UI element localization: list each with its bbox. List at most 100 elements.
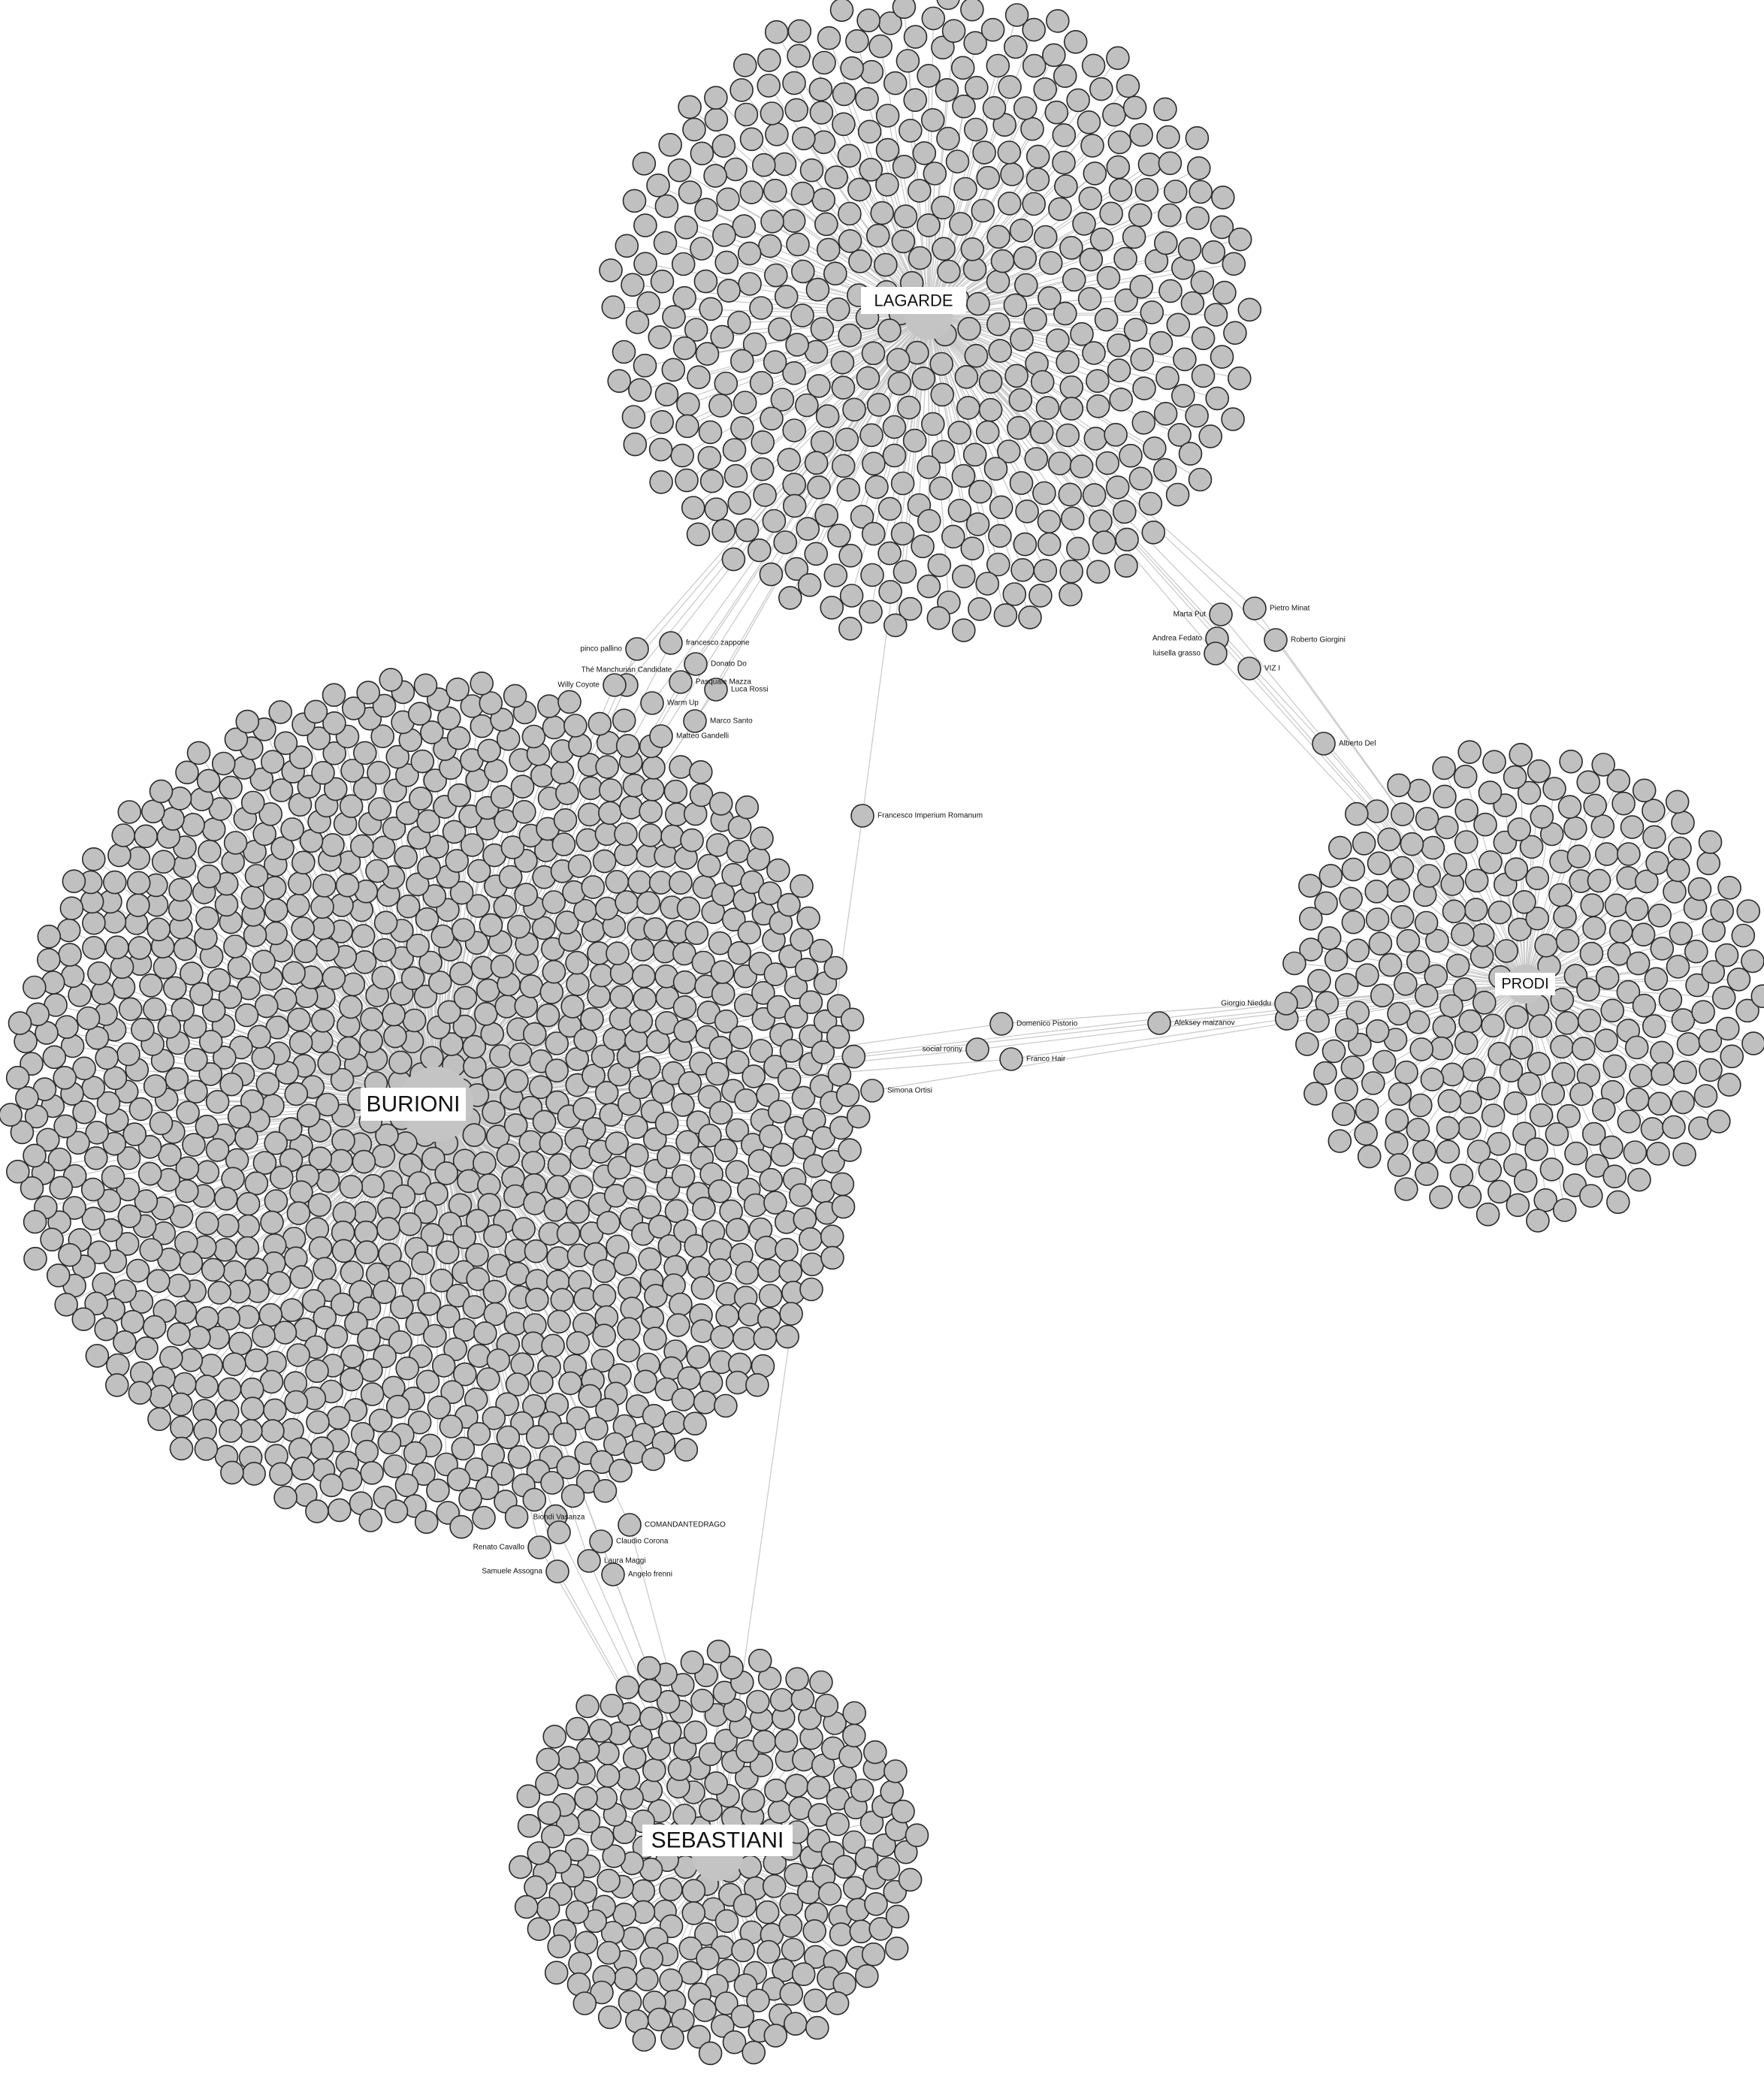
burioni-follower-node[interactable] xyxy=(407,702,432,726)
sebastiani-follower-node[interactable] xyxy=(565,1716,590,1741)
lagarde-follower-node[interactable] xyxy=(672,336,697,361)
prodi-follower-node[interactable] xyxy=(1736,899,1760,923)
sebastiani-follower-node[interactable] xyxy=(637,1656,661,1680)
burioni-follower-node[interactable] xyxy=(524,1239,548,1263)
lagarde-follower-node[interactable] xyxy=(1013,246,1038,270)
lagarde-follower-node[interactable] xyxy=(1129,122,1153,147)
lagarde-follower-node[interactable] xyxy=(734,102,759,127)
burioni-follower-node[interactable] xyxy=(49,1176,73,1200)
lagarde-follower-node[interactable] xyxy=(773,530,797,554)
lagarde-follower-node[interactable] xyxy=(763,179,787,203)
burioni-follower-node[interactable] xyxy=(313,1257,337,1281)
burioni-follower-node[interactable] xyxy=(143,997,167,1022)
burioni-follower-node[interactable] xyxy=(593,1479,618,1503)
lagarde-follower-node[interactable] xyxy=(717,279,741,303)
burioni-follower-node[interactable] xyxy=(194,1437,219,1461)
lagarde-follower-node[interactable] xyxy=(965,76,989,100)
burioni-follower-node[interactable] xyxy=(620,1297,645,1321)
prodi-follower-node[interactable] xyxy=(1529,1103,1554,1128)
sebastiani-follower-node[interactable] xyxy=(841,1830,866,1855)
burioni-follower-node[interactable] xyxy=(759,1124,783,1149)
burioni-follower-node[interactable] xyxy=(648,871,673,895)
lagarde-follower-node[interactable] xyxy=(1007,415,1031,440)
lagarde-follower-node[interactable] xyxy=(859,158,883,182)
sebastiani-follower-node[interactable] xyxy=(693,1998,717,2022)
lagarde-follower-node[interactable] xyxy=(753,483,777,507)
lagarde-follower-node[interactable] xyxy=(1015,499,1039,524)
prodi-follower-node[interactable] xyxy=(1341,857,1366,882)
burioni-follower-node[interactable] xyxy=(105,1373,129,1397)
burioni-follower-node[interactable] xyxy=(40,1227,64,1251)
prodi-follower-node[interactable] xyxy=(1552,1198,1577,1222)
prodi-follower-node[interactable] xyxy=(1482,750,1506,774)
lagarde-follower-node[interactable] xyxy=(804,451,829,475)
lagarde-follower-node[interactable] xyxy=(941,19,966,44)
sebastiani-follower-node[interactable] xyxy=(540,1824,565,1849)
burioni-follower-node[interactable] xyxy=(482,1100,506,1124)
burioni-follower-node[interactable] xyxy=(367,760,391,785)
lagarde-follower-node[interactable] xyxy=(1149,331,1173,355)
lagarde-follower-node[interactable] xyxy=(809,101,834,125)
burioni-follower-node[interactable] xyxy=(407,1410,432,1435)
lagarde-follower-node[interactable] xyxy=(838,323,862,348)
prodi-follower-node[interactable] xyxy=(1557,795,1582,819)
prodi-follower-node[interactable] xyxy=(1577,1008,1602,1033)
burioni-follower-node[interactable] xyxy=(641,1447,666,1472)
prodi-follower-node[interactable] xyxy=(1699,1058,1723,1082)
prodi-follower-node[interactable] xyxy=(1473,812,1497,837)
lagarde-follower-node[interactable] xyxy=(737,241,762,266)
burioni-follower-node[interactable] xyxy=(500,835,525,859)
lagarde-follower-node[interactable] xyxy=(790,303,814,328)
prodi-follower-node[interactable] xyxy=(1512,1121,1536,1146)
burioni-follower-node[interactable] xyxy=(464,1457,489,1481)
burioni-follower-node[interactable] xyxy=(213,1186,238,1211)
lagarde-follower-node[interactable] xyxy=(1128,203,1152,228)
burioni-follower-node[interactable] xyxy=(80,1177,105,1202)
sebastiani-follower-node[interactable] xyxy=(547,1934,572,1958)
lagarde-follower-node[interactable] xyxy=(1187,156,1211,180)
burioni-follower-node[interactable] xyxy=(413,1200,438,1224)
burioni-follower-node[interactable] xyxy=(603,1432,627,1457)
prodi-follower-node[interactable] xyxy=(1707,1109,1731,1134)
burioni-follower-node[interactable] xyxy=(654,1112,679,1136)
burioni-follower-node[interactable] xyxy=(269,778,294,802)
burioni-follower-node[interactable] xyxy=(102,910,127,934)
lagarde-follower-node[interactable] xyxy=(1092,530,1116,554)
burioni-follower-node[interactable] xyxy=(775,1237,799,1262)
lagarde-follower-node[interactable] xyxy=(937,259,961,284)
prodi-follower-node[interactable] xyxy=(1394,1060,1418,1085)
burioni-follower-node[interactable] xyxy=(62,1196,86,1220)
lagarde-follower-node[interactable] xyxy=(848,249,872,273)
lagarde-follower-node[interactable] xyxy=(936,0,960,11)
burioni-follower-node[interactable] xyxy=(614,822,638,847)
burioni-follower-node[interactable] xyxy=(568,733,592,757)
lagarde-follower-node[interactable] xyxy=(1109,388,1133,412)
lagarde-follower-node[interactable] xyxy=(684,318,708,342)
lagarde-follower-node[interactable] xyxy=(632,152,657,176)
burioni-follower-node[interactable] xyxy=(835,1083,860,1107)
lagarde-follower-node[interactable] xyxy=(698,420,723,445)
sebastiani-follower-node[interactable] xyxy=(732,1893,757,1918)
burioni-follower-node[interactable] xyxy=(737,920,762,945)
prodi-follower-node[interactable] xyxy=(1651,1061,1675,1086)
burioni-follower-node[interactable] xyxy=(201,998,226,1022)
bridge-node[interactable] xyxy=(999,1047,1023,1071)
prodi-follower-node[interactable] xyxy=(1396,928,1421,953)
burioni-follower-node[interactable] xyxy=(758,1284,783,1308)
prodi-follower-node[interactable] xyxy=(1693,1084,1718,1108)
lagarde-follower-node[interactable] xyxy=(1004,364,1028,388)
burioni-follower-node[interactable] xyxy=(76,1006,101,1031)
lagarde-follower-node[interactable] xyxy=(784,98,808,122)
burioni-follower-node[interactable] xyxy=(273,1321,298,1345)
lagarde-follower-node[interactable] xyxy=(732,391,757,415)
burioni-follower-node[interactable] xyxy=(87,1240,111,1264)
lagarde-follower-node[interactable] xyxy=(1078,186,1103,211)
lagarde-follower-node[interactable] xyxy=(921,412,945,436)
burioni-follower-node[interactable] xyxy=(222,1352,246,1376)
lagarde-follower-node[interactable] xyxy=(751,152,776,177)
burioni-follower-node[interactable] xyxy=(557,690,581,714)
prodi-follower-node[interactable] xyxy=(1555,928,1580,953)
burioni-follower-node[interactable] xyxy=(223,934,247,958)
burioni-follower-node[interactable] xyxy=(305,1499,329,1523)
lagarde-follower-node[interactable] xyxy=(786,232,810,257)
